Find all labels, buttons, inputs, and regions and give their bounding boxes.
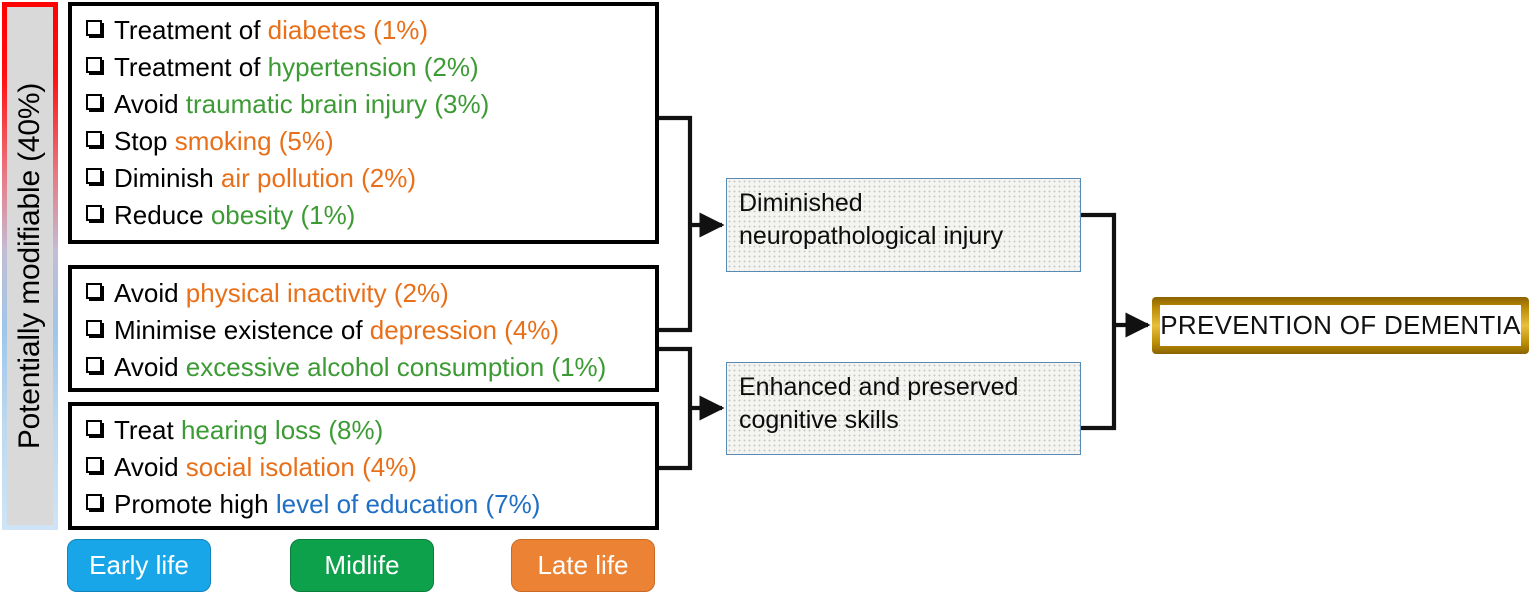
checkbox-icon[interactable] (86, 283, 104, 301)
risk-item-highlight: smoking (5%) (174, 126, 334, 156)
risk-item-highlight: hearing loss (8%) (180, 415, 384, 445)
legend-pill-early-life[interactable]: Early life (67, 539, 211, 592)
legend-pill-midlife[interactable]: Midlife (290, 539, 434, 592)
risk-item-prefix: Treatment of (114, 15, 268, 45)
mediator-line-2: cognitive skills (739, 406, 899, 434)
risk-item-highlight: depression (4%) (369, 315, 560, 345)
checkbox-icon[interactable] (86, 320, 104, 338)
risk-item-prefix: Stop (114, 126, 175, 156)
banner-inner-fill: Potentially modifiable (40%) (7, 7, 53, 525)
checkbox-icon[interactable] (86, 494, 104, 512)
risk-item: Stop smoking (5%) (86, 123, 645, 160)
checkbox-icon[interactable] (86, 205, 104, 223)
risk-item-prefix: Treatment of (114, 52, 268, 82)
connector-mediator1-to-outcome (1081, 212, 1117, 325)
mediator-box-diminished-injury: Diminished neuropathological injury (726, 178, 1081, 272)
risk-item-highlight: air pollution (2%) (220, 163, 417, 193)
risk-item-highlight: excessive alcohol consumption (1%) (185, 352, 607, 382)
checkbox-icon[interactable] (86, 57, 104, 75)
legend-pill-late-life[interactable]: Late life (511, 539, 655, 592)
risk-item: Reduce obesity (1%) (86, 197, 645, 234)
connector-group2-to-mediator1 (659, 225, 693, 333)
mediator-box-cognitive-skills: Enhanced and preserved cognitive skills (726, 362, 1081, 455)
outcome-label: PREVENTION OF DEMENTIA (1160, 310, 1521, 340)
outcome-box-inner: PREVENTION OF DEMENTIA (1160, 305, 1521, 346)
risk-item: Treatment of diabetes (1%) (86, 12, 645, 49)
banner-label: Potentially modifiable (40%) (13, 82, 47, 450)
risk-factor-group-3: Treat hearing loss (8%) Avoid social iso… (68, 402, 659, 530)
risk-item-highlight: traumatic brain injury (3%) (185, 89, 490, 119)
risk-item-highlight: level of education (7%) (275, 489, 541, 519)
risk-item-highlight: physical inactivity (2%) (185, 278, 449, 308)
risk-item: Treatment of hypertension (2%) (86, 49, 645, 86)
checkbox-icon[interactable] (86, 357, 104, 375)
risk-item-prefix: Reduce (114, 200, 211, 230)
risk-item-highlight: obesity (1%) (210, 200, 356, 230)
legend-pill-label: Early life (89, 550, 189, 580)
checkbox-icon[interactable] (86, 168, 104, 186)
outcome-box-prevention-of-dementia: PREVENTION OF DEMENTIA (1152, 297, 1529, 354)
mediator-line-1: Enhanced and preserved (739, 373, 1019, 401)
risk-item: Avoid traumatic brain injury (3%) (86, 86, 645, 123)
checkbox-icon[interactable] (86, 20, 104, 38)
risk-item: Minimise existence of depression (4%) (86, 312, 645, 349)
risk-item: Diminish air pollution (2%) (86, 160, 645, 197)
risk-item-prefix: Avoid (114, 352, 186, 382)
connector-group2b-to-mediator2 (659, 346, 693, 408)
risk-item: Promote high level of education (7%) (86, 486, 645, 523)
legend-pill-label: Midlife (324, 550, 400, 580)
potentially-modifiable-banner: Potentially modifiable (40%) (2, 2, 58, 530)
risk-item-highlight: social isolation (4%) (185, 452, 418, 482)
risk-factor-group-2: Avoid physical inactivity (2%) Minimise … (68, 265, 659, 392)
risk-item-prefix: Avoid (114, 89, 186, 119)
mediator-line-2: neuropathological injury (739, 222, 1004, 250)
risk-item-highlight: hypertension (2%) (267, 52, 479, 82)
risk-item: Treat hearing loss (8%) (86, 412, 645, 449)
risk-item: Avoid social isolation (4%) (86, 449, 645, 486)
connector-group3-to-mediator2 (659, 408, 693, 471)
checkbox-icon[interactable] (86, 94, 104, 112)
legend-pill-label: Late life (537, 550, 629, 580)
connector-mediator2-to-outcome (1081, 325, 1117, 431)
risk-item-prefix: Avoid (114, 278, 186, 308)
risk-item-prefix: Promote high (114, 489, 276, 519)
risk-factor-group-1: Treatment of diabetes (1%) Treatment of … (68, 2, 659, 244)
risk-item-prefix: Treat (114, 415, 181, 445)
risk-item-prefix: Avoid (114, 452, 186, 482)
risk-item: Avoid excessive alcohol consumption (1%) (86, 349, 645, 386)
connector-group1-to-mediator1 (659, 115, 693, 225)
risk-item-highlight: diabetes (1%) (267, 15, 429, 45)
checkbox-icon[interactable] (86, 131, 104, 149)
risk-item-prefix: Minimise existence of (114, 315, 370, 345)
mediator-line-1: Diminished (739, 189, 863, 217)
risk-item-prefix: Diminish (114, 163, 221, 193)
checkbox-icon[interactable] (86, 420, 104, 438)
checkbox-icon[interactable] (86, 457, 104, 475)
risk-item: Avoid physical inactivity (2%) (86, 275, 645, 312)
